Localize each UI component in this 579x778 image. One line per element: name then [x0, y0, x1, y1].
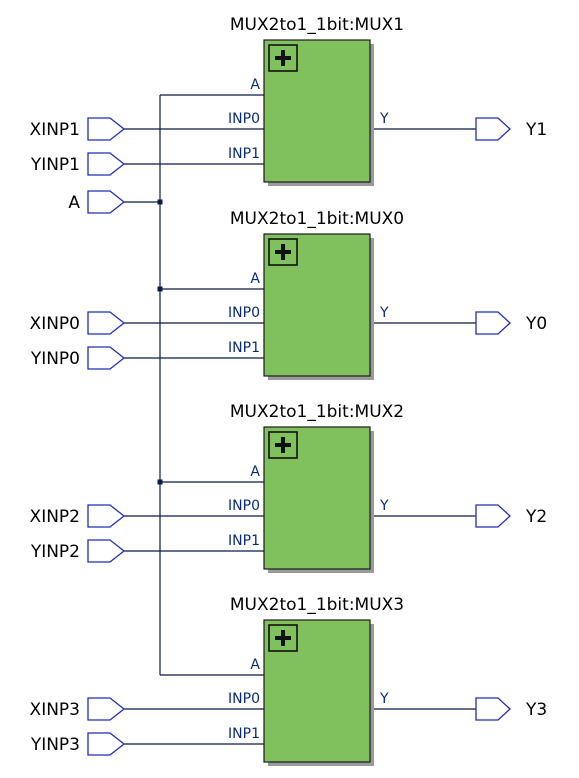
- junction-dot: [157, 479, 163, 485]
- pin-label-y: Y: [379, 498, 389, 514]
- input-label-x: XINP1: [30, 120, 80, 140]
- junction-dot: [157, 199, 163, 205]
- input-port-x-1: [87, 117, 126, 141]
- output-port-3: [475, 504, 511, 528]
- pin-label-a: A: [250, 464, 260, 480]
- input-port-y-4: [87, 732, 126, 756]
- pin-label-a: A: [250, 271, 260, 287]
- pin-label-y: Y: [379, 111, 389, 127]
- input-label-y: YINP3: [30, 735, 80, 755]
- input-label-y: YINP1: [30, 155, 80, 175]
- blocks-layer: MUX2to1_1bit:MUX1+AINP0INP1YMUX2to1_1bit…: [0, 0, 404, 766]
- pin-label-y: Y: [379, 691, 389, 707]
- input-port-y-2: [87, 346, 126, 370]
- output-label: Y0: [525, 314, 547, 334]
- input-port-x-3: [87, 504, 126, 528]
- output-label: Y2: [525, 507, 547, 527]
- output-label: Y1: [525, 120, 547, 140]
- pin-label-inp1: INP1: [228, 146, 260, 162]
- ports-layer: AXINP1YINP1Y1XINP0YINP0Y0XINP2YINP2Y2XIN…: [30, 117, 547, 756]
- pin-label-inp0: INP0: [228, 498, 260, 514]
- input-label-x: XINP2: [30, 507, 80, 527]
- output-port-4: [475, 697, 511, 721]
- input-port-a: [87, 190, 126, 214]
- expand-plus-icon[interactable]: +: [0, 0, 298, 652]
- mux-title: MUX2to1_1bit:MUX0: [230, 209, 404, 229]
- mux-title: MUX2to1_1bit:MUX2: [230, 402, 404, 422]
- input-label-x: XINP0: [30, 314, 80, 334]
- expand-plus-icon[interactable]: +: [0, 0, 298, 72]
- input-port-x-2: [87, 311, 126, 335]
- pin-label-a: A: [250, 657, 260, 673]
- input-port-x-4: [87, 697, 126, 721]
- pin-label-inp0: INP0: [228, 691, 260, 707]
- pin-label-inp1: INP1: [228, 340, 260, 356]
- pin-label-y: Y: [379, 305, 389, 321]
- pin-label-inp1: INP1: [228, 726, 260, 742]
- input-port-y-1: [87, 152, 126, 176]
- expand-plus-icon[interactable]: +: [0, 0, 298, 459]
- pin-label-inp0: INP0: [228, 111, 260, 127]
- mux-title: MUX2to1_1bit:MUX3: [230, 595, 404, 615]
- mux-title: MUX2to1_1bit:MUX1: [230, 15, 404, 35]
- output-label: Y3: [525, 700, 547, 720]
- pin-label-inp1: INP1: [228, 533, 260, 549]
- expand-plus-icon[interactable]: +: [0, 0, 298, 266]
- output-port-1: [475, 117, 511, 141]
- input-label-a: A: [68, 193, 80, 213]
- junction-dot: [157, 286, 163, 292]
- input-label-y: YINP2: [30, 542, 80, 562]
- junctions-layer: [157, 199, 163, 485]
- input-label-y: YINP0: [30, 349, 80, 369]
- input-label-x: XINP3: [30, 700, 80, 720]
- pin-label-inp0: INP0: [228, 305, 260, 321]
- input-port-y-3: [87, 539, 126, 563]
- pin-label-a: A: [250, 77, 260, 93]
- output-port-2: [475, 311, 511, 335]
